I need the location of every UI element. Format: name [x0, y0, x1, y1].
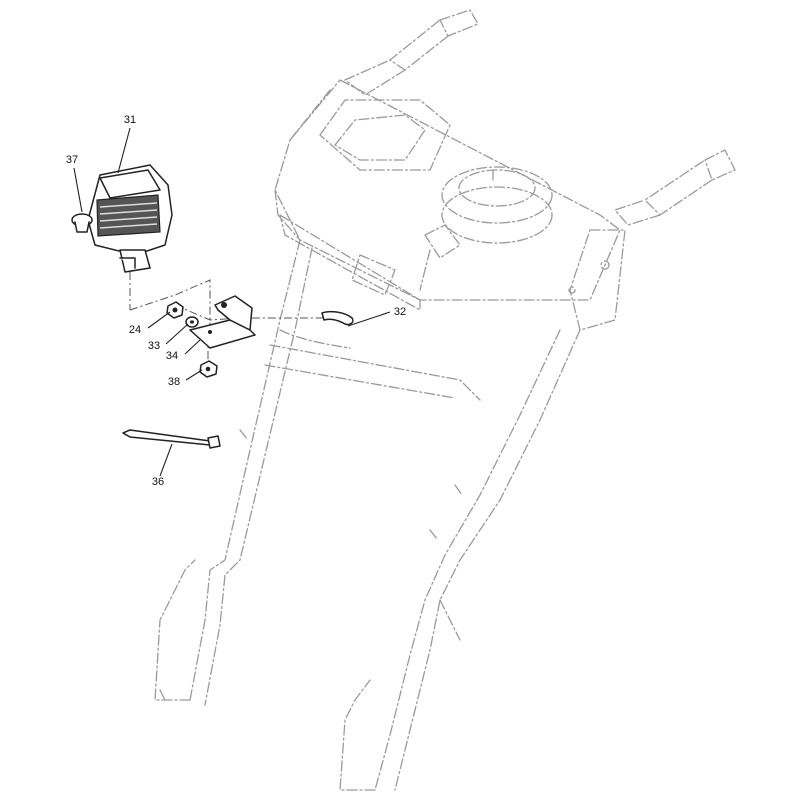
- flange-nut-part: [199, 360, 218, 378]
- callout-33: 33: [148, 340, 160, 352]
- callout-38: 38: [168, 376, 180, 388]
- assembly-line: [129, 279, 211, 330]
- leader-lines: [73, 127, 391, 477]
- handle-frame-outline: [154, 9, 736, 791]
- nut-part: [166, 301, 184, 319]
- callout-34: 34: [166, 350, 178, 362]
- mounting-bracket-part: [189, 295, 256, 349]
- callout-32: 32: [394, 306, 406, 318]
- callout-37: 37: [66, 154, 78, 166]
- grommet-part: [321, 310, 354, 326]
- callout-36: 36: [152, 476, 164, 488]
- work-light-part: [87, 164, 173, 273]
- washer-part: [185, 316, 199, 328]
- assembly-line: [174, 304, 325, 321]
- callout-31: 31: [124, 114, 136, 126]
- plug-part: [71, 213, 93, 233]
- cable-tie-part: [122, 429, 221, 449]
- callout-24: 24: [129, 324, 141, 336]
